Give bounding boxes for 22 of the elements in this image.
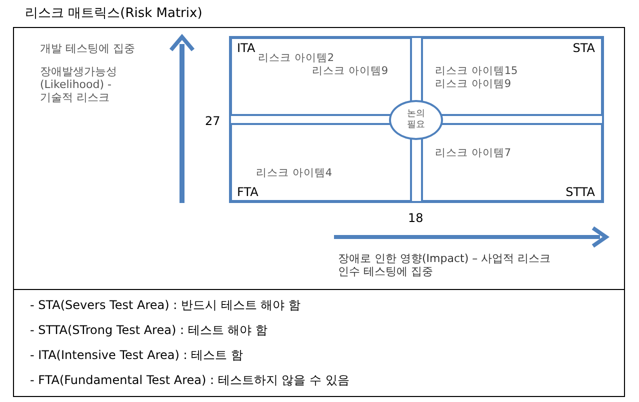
threshold-number: 27 xyxy=(205,113,220,130)
risk-item: 리스크 아이템7 xyxy=(435,148,512,158)
circle-text: 논의 필요 xyxy=(406,109,426,131)
risk-item: 리스크 아이템2 xyxy=(258,53,334,64)
axis-note: 개발 테스팅에 집중 xyxy=(40,42,135,55)
risk-item: 리스크 아이템15 xyxy=(435,66,518,76)
legend-item: - FTA(Fundamental Test Area) : 테스트하지 않을 수 있음 xyxy=(30,372,350,389)
legend-item: - ITA(Intensive Test Area) : 테스트 함 xyxy=(30,347,243,364)
axis-note: 장애발생가능성 (Likelihood) - 기술적 리스크 xyxy=(40,65,118,104)
quadrant-label: STTA xyxy=(566,186,595,198)
risk-item: 리스크 아이템4 xyxy=(256,168,332,178)
quadrant-label: STA xyxy=(572,42,595,54)
quadrant-label: ITA xyxy=(237,42,256,54)
risk-item: 리스크 아이템9 xyxy=(312,66,388,76)
legend-item: - STA(Severs Test Area) : 반드시 테스트 해야 함 xyxy=(30,297,300,314)
quadrant-label: FTA xyxy=(237,186,258,198)
legend-item: - STTA(STrong Test Area) : 테스트 해야 함 xyxy=(30,322,268,339)
threshold-number: 18 xyxy=(408,210,424,227)
risk-item: 리스크 아이템9 xyxy=(435,79,512,90)
title: 리스크 매트릭스(Risk Matrix) xyxy=(25,5,202,23)
axis-caption: 장애로 인한 영향(Impact) – 사업적 리스크 xyxy=(338,252,551,265)
axis-caption: 인수 테스팅에 집중 xyxy=(338,265,433,278)
